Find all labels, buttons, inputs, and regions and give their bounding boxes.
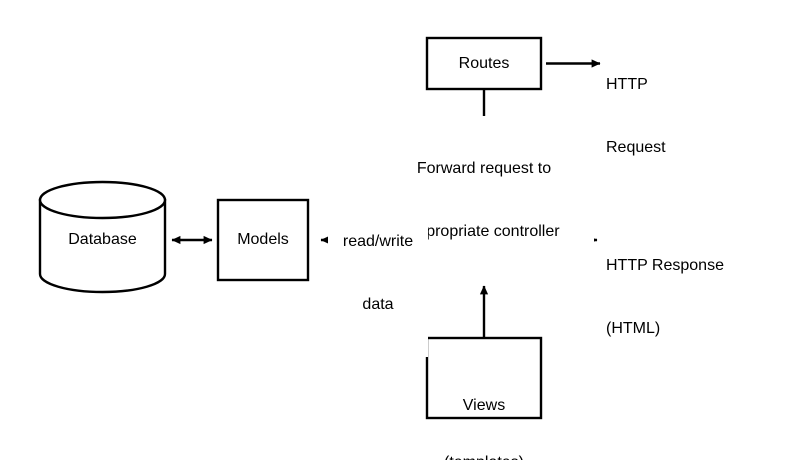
label-http-request-line1: HTTP — [606, 76, 648, 93]
edge-label-read-write-data-line2: data — [362, 296, 394, 313]
database-cylinder-body — [38, 198, 167, 294]
edge-label-read-write-data: read/write data — [328, 189, 428, 357]
database-cylinder-top — [38, 180, 167, 220]
label-http-response-line1: HTTP Response — [606, 257, 724, 274]
label-http-request-line2: Request — [606, 139, 666, 156]
edge-label-read-write-data-line1: read/write — [342, 233, 414, 250]
edge-label-forward-request-line2: appropriate controller — [408, 223, 560, 240]
node-database[interactable] — [38, 180, 167, 294]
label-http-response-line2: (HTML) — [606, 320, 661, 337]
node-routes[interactable] — [425, 36, 543, 91]
node-views[interactable] — [425, 336, 543, 420]
node-models[interactable] — [216, 198, 310, 282]
edge-label-forward-request-line1: Forward request to — [416, 160, 552, 177]
label-http-response: HTTP Response (HTML) — [606, 213, 786, 381]
label-http-request: HTTP Request — [606, 32, 766, 200]
